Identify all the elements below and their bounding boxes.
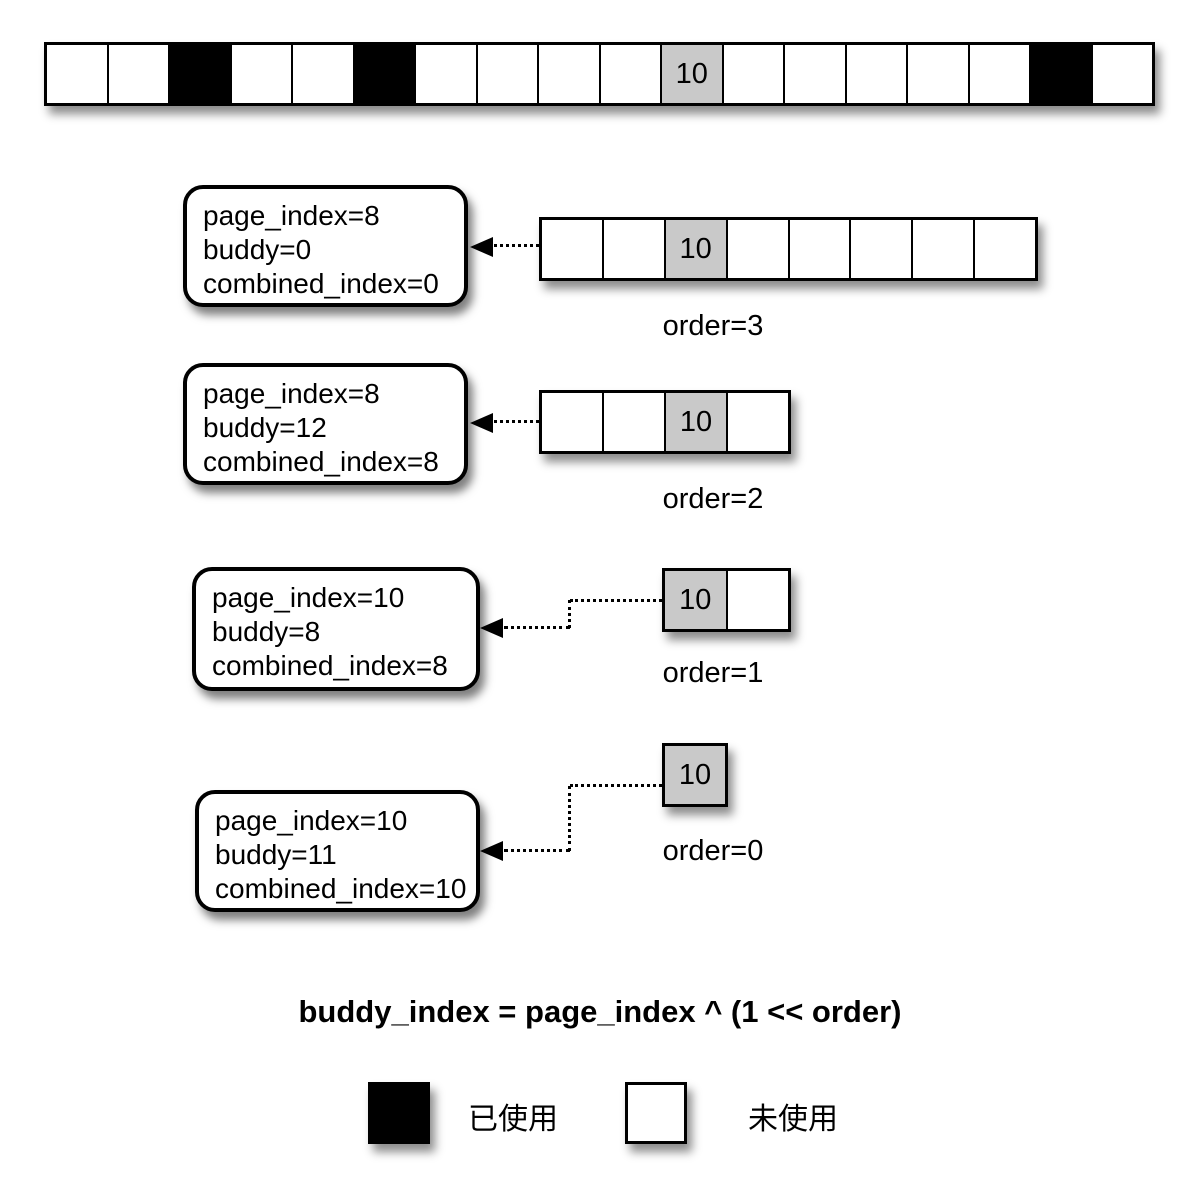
- arrow-left-icon: [480, 841, 503, 861]
- memory-row-order0: 10: [662, 743, 728, 807]
- dotted-connector: [494, 244, 539, 247]
- memory-cell-free: [108, 45, 170, 103]
- dotted-connector: [568, 786, 571, 851]
- info-line: buddy=8: [212, 616, 321, 647]
- info-line: page_index=10: [212, 582, 405, 613]
- info-box-order1: page_index=10 buddy=8 combined_index=8: [192, 567, 480, 691]
- memory-cell-free: [542, 393, 604, 451]
- dotted-connector: [570, 599, 662, 602]
- arrow-left-icon: [480, 618, 503, 638]
- dotted-connector: [504, 626, 570, 629]
- buddy-formula: buddy_index = page_index ^ (1 << order): [298, 994, 902, 1029]
- memory-cell-free: [231, 45, 293, 103]
- legend-free-label: 未使用: [748, 1103, 838, 1136]
- info-box-order3: page_index=8 buddy=0 combined_index=0: [183, 185, 468, 307]
- order-label-2: order=2: [662, 483, 764, 515]
- memory-cell-free: [293, 45, 355, 103]
- memory-cell-free: [477, 45, 539, 103]
- order-label-3: order=3: [662, 310, 764, 342]
- dotted-connector: [568, 600, 571, 628]
- memory-cell-target: 10: [665, 571, 728, 629]
- memory-cell-free: [723, 45, 785, 103]
- info-line: buddy=11: [215, 839, 337, 870]
- memory-cell-free: [1092, 45, 1152, 103]
- memory-cell-free: [851, 220, 914, 278]
- dotted-connector: [504, 849, 570, 852]
- info-line: combined_index=8: [203, 446, 439, 477]
- legend-used-label: 已使用: [468, 1103, 558, 1136]
- dotted-connector: [494, 420, 539, 423]
- memory-cell-free: [975, 220, 1035, 278]
- dotted-connector: [570, 784, 662, 787]
- memory-cell-free: [604, 393, 666, 451]
- memory-cell-free: [542, 220, 604, 278]
- info-line: page_index=8: [203, 200, 380, 231]
- memory-cell-free: [603, 220, 666, 278]
- memory-cell-free: [789, 220, 852, 278]
- memory-cell-used: [170, 45, 232, 103]
- memory-cell-target: 10: [665, 746, 725, 804]
- info-box-order2: page_index=8 buddy=12 combined_index=8: [183, 363, 468, 485]
- memory-row-top: 10: [44, 42, 1155, 106]
- memory-cell-free: [727, 220, 790, 278]
- order-label-1: order=1: [662, 657, 764, 689]
- memory-cell-free: [846, 45, 908, 103]
- memory-cell-free: [969, 45, 1031, 103]
- memory-cell-target: 10: [666, 393, 728, 451]
- memory-cell-used: [1031, 45, 1093, 103]
- info-line: page_index=8: [203, 378, 380, 409]
- info-line: buddy=12: [203, 412, 327, 443]
- memory-cell-used: [354, 45, 416, 103]
- memory-cell-target: 10: [662, 45, 724, 103]
- info-line: page_index=10: [215, 805, 408, 836]
- memory-cell-free: [913, 220, 976, 278]
- order-label-0: order=0: [662, 835, 764, 867]
- memory-cell-free: [785, 45, 847, 103]
- memory-cell-free: [600, 45, 662, 103]
- memory-cell-free: [727, 571, 788, 629]
- arrow-left-icon: [470, 413, 493, 433]
- memory-cell-target: 10: [665, 220, 728, 278]
- memory-row-order2: 10: [539, 390, 791, 454]
- info-line: combined_index=8: [212, 650, 448, 681]
- memory-cell-free: [728, 393, 788, 451]
- info-box-order0: page_index=10 buddy=11 combined_index=10: [195, 790, 480, 912]
- memory-cell-free: [908, 45, 970, 103]
- arrow-left-icon: [470, 237, 493, 257]
- info-line: buddy=0: [203, 234, 312, 265]
- legend-used-swatch: [368, 1082, 430, 1144]
- memory-row-order1: 10: [662, 568, 791, 632]
- memory-cell-free: [539, 45, 601, 103]
- legend-free-swatch: [625, 1082, 687, 1144]
- memory-row-order3: 10: [539, 217, 1038, 281]
- info-line: combined_index=10: [215, 873, 467, 904]
- info-line: combined_index=0: [203, 268, 439, 299]
- memory-cell-free: [47, 45, 109, 103]
- memory-cell-free: [416, 45, 478, 103]
